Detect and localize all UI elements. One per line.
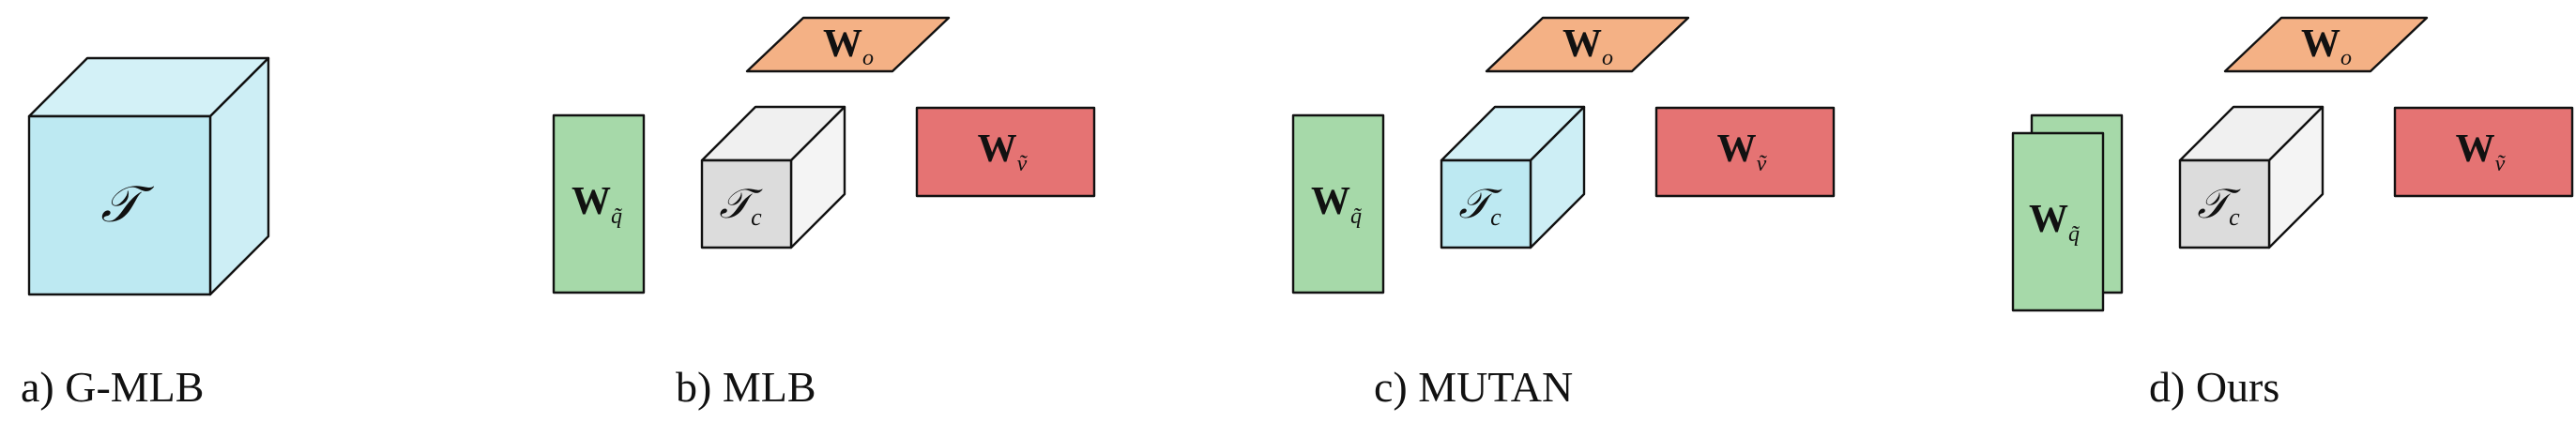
core-tensor-cube: 𝒯c bbox=[2178, 105, 2324, 249]
w-o-matrix: Wo bbox=[745, 16, 951, 73]
w-v-label: Wṽ bbox=[1717, 128, 1768, 176]
w-v-matrix: Wṽ bbox=[1654, 106, 1836, 198]
w-o-parallelogram bbox=[745, 16, 951, 73]
w-q-label: Wq̃ bbox=[572, 180, 622, 229]
w-q-matrix-stack: Wq̃ bbox=[2011, 113, 2124, 312]
panel-mutan: Wo Wq̃ 𝒯c Wṽ c) MUTAN bbox=[1291, 16, 1836, 411]
w-o-label: Wo bbox=[823, 23, 874, 70]
panel-caption: a) G-MLB bbox=[21, 363, 204, 411]
w-q-rect-front bbox=[2011, 131, 2105, 312]
cube-front-face bbox=[27, 114, 212, 296]
w-v-matrix: Wṽ bbox=[2393, 106, 2574, 198]
panel-caption: b) MLB bbox=[676, 363, 816, 411]
panel-mlb: Wo Wq̃ 𝒯c Wṽ b) MLB bbox=[552, 16, 1096, 411]
w-o-parallelogram bbox=[1485, 16, 1690, 73]
full-tensor-cube bbox=[27, 56, 270, 296]
cube-front-face bbox=[2178, 158, 2271, 249]
core-tensor-cube: 𝒯c bbox=[1440, 105, 1586, 249]
w-q-rect bbox=[552, 113, 646, 294]
w-o-matrix: Wo bbox=[1485, 16, 1690, 73]
panel-caption: d) Ours bbox=[2149, 363, 2279, 411]
panel-caption: c) MUTAN bbox=[1374, 363, 1573, 411]
w-o-label: Wo bbox=[1562, 23, 1613, 70]
panel-g-mlb: 𝒯 a) G-MLB bbox=[21, 56, 270, 411]
w-v-rect bbox=[2393, 106, 2574, 198]
w-q-matrix: Wq̃ bbox=[1291, 113, 1385, 294]
w-q-label: Wq̃ bbox=[2029, 198, 2080, 247]
cube-front-face bbox=[700, 158, 793, 249]
w-v-label: Wṽ bbox=[2456, 128, 2507, 176]
w-q-rect bbox=[1291, 113, 1385, 294]
cube-front-face bbox=[1440, 158, 1532, 249]
w-o-label: Wo bbox=[2301, 23, 2352, 70]
panel-ours: Wo Wq̃ 𝒯c Wṽ d) Ours bbox=[2011, 16, 2574, 411]
w-v-rect bbox=[1654, 106, 1836, 198]
w-q-matrix: Wq̃ bbox=[552, 113, 646, 294]
w-q-label: Wq̃ bbox=[1311, 180, 1362, 229]
w-v-matrix: Wṽ bbox=[915, 106, 1096, 198]
core-tensor-cube: 𝒯c bbox=[700, 105, 846, 249]
w-v-rect bbox=[915, 106, 1096, 198]
w-o-matrix: Wo bbox=[2223, 16, 2429, 73]
w-o-parallelogram bbox=[2223, 16, 2429, 73]
w-v-label: Wṽ bbox=[978, 128, 1029, 176]
